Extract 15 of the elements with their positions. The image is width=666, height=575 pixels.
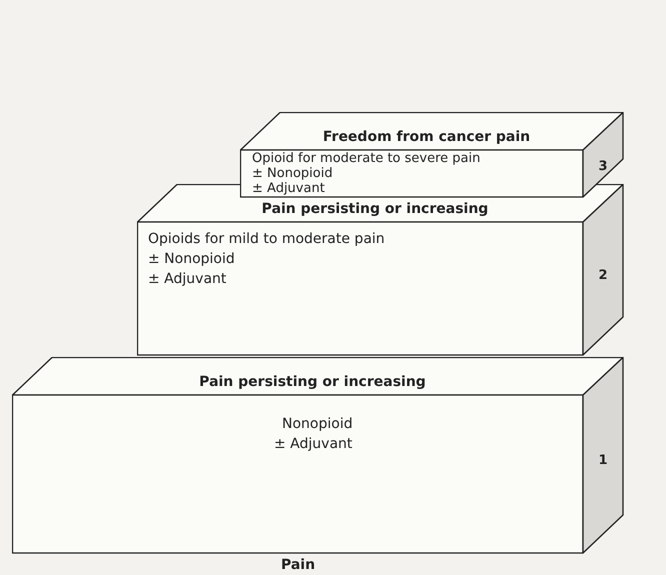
treatment-text: ± Adjuvant (274, 435, 352, 453)
treatment-text: ± Adjuvant (252, 181, 325, 196)
treatment-text: ± Nonopioid (148, 250, 235, 268)
step-heading: Pain persisting or increasing (262, 200, 488, 218)
step-heading: Freedom from cancer pain (322, 128, 530, 146)
treatment-text: ± Adjuvant (148, 270, 226, 288)
treatment-text: Opioids for mild to moderate pain (148, 230, 385, 248)
step-number: 2 (598, 266, 608, 284)
step-heading: Pain persisting or increasing (199, 373, 426, 391)
step-number: 1 (598, 452, 608, 470)
ladder-base-label: Pain (280, 556, 316, 574)
treatment-text: Opioid for moderate to severe pain (252, 151, 480, 166)
step-number: 3 (598, 158, 608, 176)
treatment-text: ± Nonopioid (252, 166, 333, 181)
treatment-text: Nonopioid (282, 415, 353, 433)
